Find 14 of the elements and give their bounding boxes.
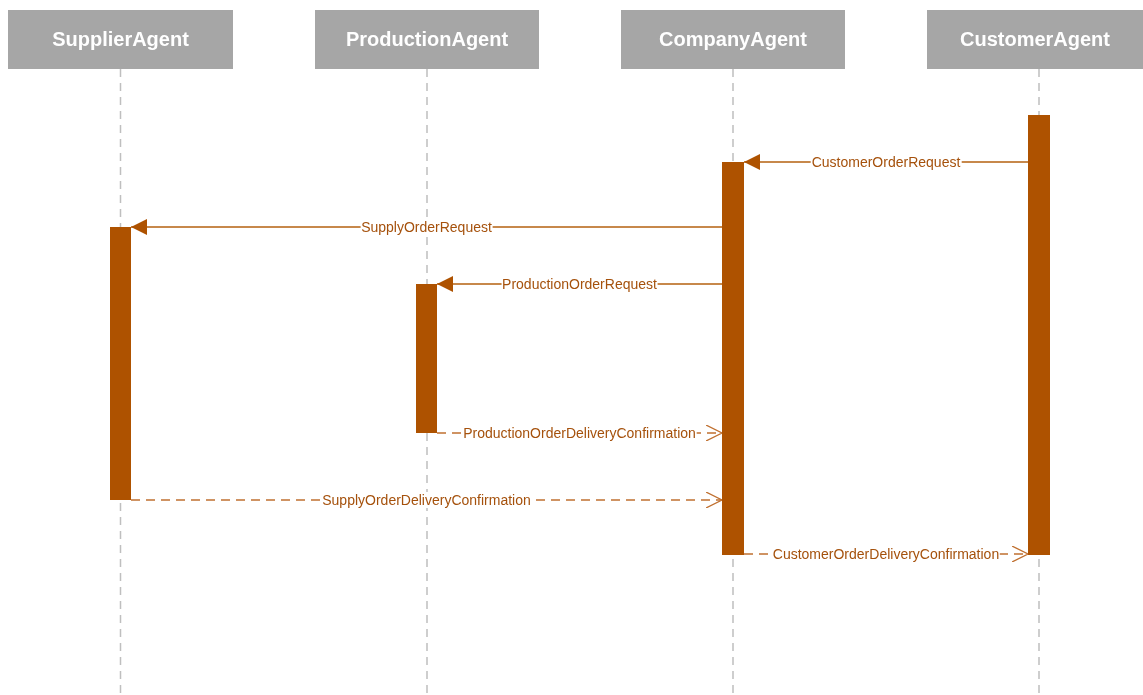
edge-label: ProductionOrderDeliveryConfirmation	[462, 425, 697, 441]
edge-label: CustomerOrderRequest	[810, 154, 962, 170]
lifeline-header: SupplierAgent	[8, 10, 233, 69]
activation-bar	[722, 162, 744, 555]
activation-bar	[1028, 115, 1050, 555]
edge-label: ProductionOrderRequest	[501, 276, 658, 292]
activation-bar	[416, 284, 437, 433]
edge-label: SupplyOrderRequest	[360, 219, 493, 235]
lifeline-header: ProductionAgent	[315, 10, 539, 69]
activation-bar	[110, 227, 131, 500]
lifeline-header: CompanyAgent	[621, 10, 845, 69]
edge-label: CustomerOrderDeliveryConfirmation	[771, 546, 1001, 562]
lifeline-header: CustomerAgent	[927, 10, 1143, 69]
edge-label: SupplyOrderDeliveryConfirmation	[321, 492, 532, 508]
